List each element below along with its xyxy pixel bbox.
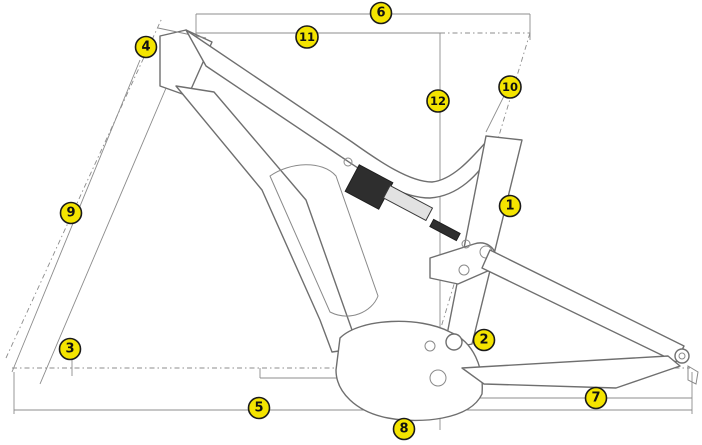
battery-cavity: [269, 164, 379, 317]
rear-shock: [343, 157, 471, 249]
derailleur-hanger: [687, 365, 699, 385]
marker-1: 1: [498, 194, 522, 218]
svg-text:10: 10: [502, 80, 518, 94]
seat-stay: [481, 249, 685, 363]
marker-3: 3: [58, 337, 82, 361]
marker-4: 4: [134, 35, 158, 59]
marker-8: 8: [392, 417, 416, 441]
svg-text:2: 2: [479, 333, 488, 348]
marker-6: 6: [369, 1, 393, 25]
svg-text:5: 5: [254, 401, 263, 416]
fork-axis-right: [39, 73, 173, 385]
markers: 1 2 3 4 5 6 7 8 9 10 11 12: [58, 1, 608, 441]
head-tube-top: [157, 27, 207, 39]
main-pivot: [445, 333, 463, 351]
marker-10: 10: [498, 75, 522, 99]
down-tube: [175, 85, 361, 353]
svg-text:8: 8: [399, 422, 408, 437]
svg-text:7: 7: [591, 391, 600, 406]
rocker-bolt: [458, 264, 470, 276]
shock-shaft: [429, 218, 461, 242]
chain-stay: [461, 355, 681, 389]
svg-text:4: 4: [141, 40, 150, 55]
svg-text:9: 9: [66, 206, 75, 221]
marker-12: 12: [426, 89, 450, 113]
svg-text:1: 1: [505, 199, 514, 214]
motor-axle: [429, 369, 447, 387]
marker-9: 9: [59, 201, 83, 225]
shock-mount-bottom: [461, 239, 471, 249]
shock-reservoir: [382, 184, 434, 222]
motor-bolt-1: [424, 340, 436, 352]
rear-axle: [674, 348, 690, 364]
marker-2: 2: [472, 328, 496, 352]
svg-text:6: 6: [376, 6, 385, 21]
marker-5: 5: [247, 396, 271, 420]
rocker-link: [429, 242, 497, 285]
rear-axle-inner: [678, 352, 686, 360]
marker-11: 11: [295, 25, 319, 49]
svg-text:3: 3: [65, 342, 74, 357]
marker-7: 7: [584, 386, 608, 410]
shock-mount-top: [343, 157, 353, 167]
steering-axis: [5, 17, 163, 359]
motor-housing: [335, 320, 483, 422]
svg-text:12: 12: [430, 94, 446, 108]
svg-text:11: 11: [299, 30, 315, 44]
frame: [157, 27, 699, 422]
